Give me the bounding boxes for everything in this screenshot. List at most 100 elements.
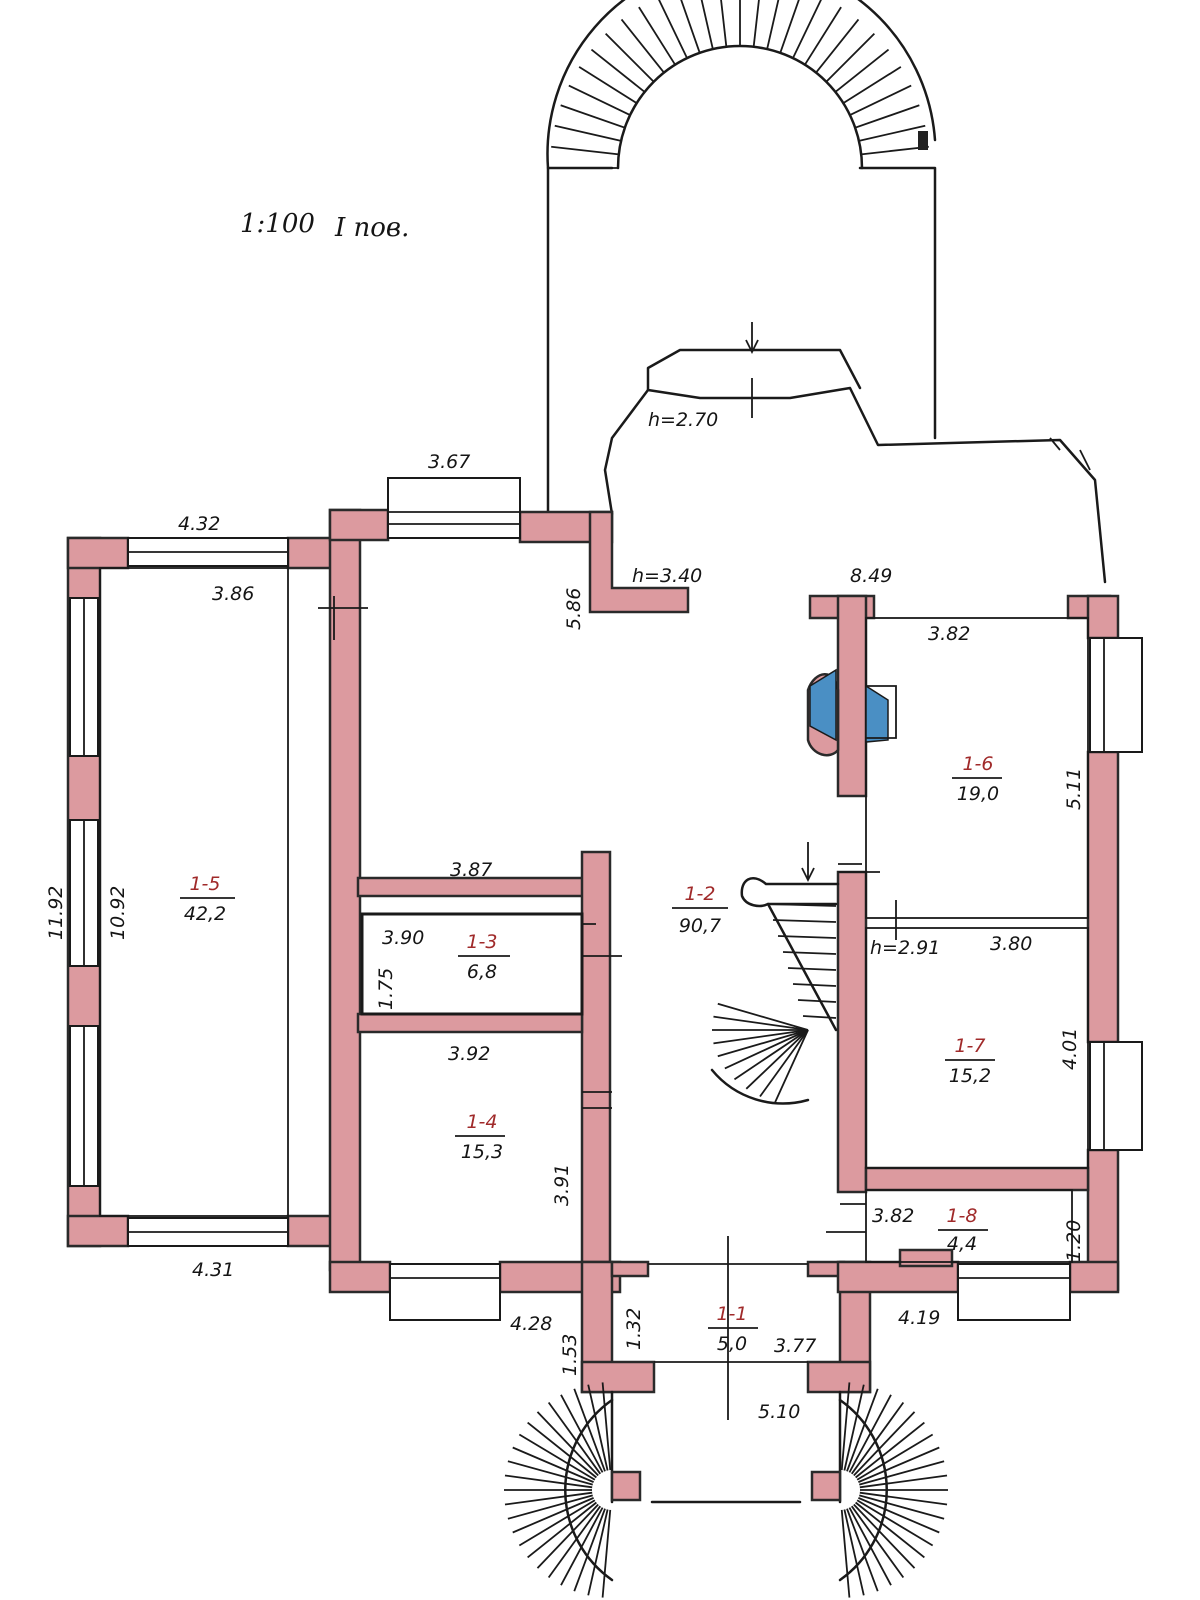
dim-window-top-middle: 3.67	[428, 451, 470, 473]
dim-bottom-right: 4.19	[898, 1307, 940, 1329]
dim-r12-left: 5.86	[563, 588, 585, 630]
porch-stair-left	[504, 1382, 612, 1598]
plan-title: 1:100 I пов.	[240, 209, 409, 243]
room-label-1-2: 1-2 90,7	[672, 883, 728, 937]
stair-step	[733, 1029, 809, 1081]
stair-step	[658, 0, 688, 59]
stair-step	[772, 919, 837, 923]
dim-r15-top: 3.86	[212, 583, 254, 605]
stair-step	[859, 1474, 948, 1489]
window-bottom-middle	[389, 1263, 501, 1321]
stair-step	[777, 935, 837, 939]
svg-text:1-7: 1-7	[954, 1035, 985, 1057]
dim-r16-height: 5.11	[1063, 768, 1085, 810]
stair-step	[605, 33, 655, 83]
stair-step	[518, 1433, 596, 1481]
window-bottom-left	[127, 1217, 289, 1247]
stair-step	[825, 33, 875, 83]
stair-step	[680, 0, 701, 54]
stair-step	[512, 1446, 594, 1483]
dim-r14-width: 3.92	[448, 1043, 490, 1065]
stair-step	[782, 951, 837, 955]
stair-step	[853, 1411, 916, 1477]
stair-step	[601, 1382, 612, 1471]
window-left-2	[69, 819, 99, 967]
window-right-2	[1089, 1041, 1143, 1151]
dim-r14-height: 3.91	[551, 1164, 573, 1206]
stair-step	[774, 1029, 809, 1103]
stair-step	[802, 1015, 837, 1019]
rear-terrace	[546, 0, 937, 514]
stair-step	[724, 1029, 809, 1070]
stair-step	[843, 1384, 865, 1471]
stair-step	[804, 6, 842, 66]
svg-text:4,4: 4,4	[947, 1233, 977, 1255]
window-top-left	[127, 537, 289, 567]
dimension-labels: 4.32 3.86 4.31 11.92 10.92 3.67 5.86 3.8…	[45, 451, 1085, 1423]
stair-step	[512, 1497, 594, 1534]
window-left-3	[69, 1025, 99, 1187]
svg-text:1-5: 1-5	[189, 873, 220, 895]
dim-bottom-left: 4.28	[510, 1313, 552, 1335]
stair-step	[587, 1384, 609, 1471]
room-label-1-1: 1-1 5,0	[708, 1303, 758, 1355]
stair-step	[855, 1501, 925, 1559]
stair-step	[578, 66, 638, 104]
svg-text:1-2: 1-2	[684, 883, 715, 905]
stair-step	[842, 66, 902, 104]
dim-r18-width: 3.82	[872, 1205, 914, 1227]
windows	[69, 477, 1143, 1321]
stair-step	[840, 1382, 851, 1471]
stair-step	[527, 1421, 597, 1479]
room-label-1-7: 1-7 15,2	[945, 1035, 995, 1087]
stair-step	[861, 145, 929, 156]
stair-step	[858, 124, 926, 142]
stair-step	[792, 983, 837, 987]
stair-step	[560, 104, 626, 129]
stair-step	[638, 6, 676, 66]
svg-text:15,3: 15,3	[461, 1141, 503, 1163]
dim-r17-width: 3.80	[990, 933, 1032, 955]
dim-r15-bottom: 4.31	[192, 1259, 234, 1281]
dim-r11-height: 1.32	[623, 1308, 645, 1350]
stair-step	[717, 1002, 809, 1031]
stair-step	[554, 124, 622, 142]
svg-text:1-8: 1-8	[946, 1205, 977, 1227]
stair-step	[858, 1497, 940, 1534]
stair-step	[849, 84, 912, 116]
svg-text:5,0: 5,0	[717, 1333, 747, 1355]
height-bay: h=2.70	[648, 409, 718, 431]
stair-step	[551, 145, 619, 156]
stair-step	[536, 1411, 599, 1477]
room-label-1-5: 1-5 42,2	[180, 873, 235, 925]
dim-r15-height: 10.92	[107, 886, 129, 940]
window-top-middle	[387, 477, 521, 539]
svg-text:15,2: 15,2	[949, 1065, 991, 1087]
stair-step	[547, 1505, 601, 1579]
svg-text:19,0: 19,0	[957, 783, 999, 805]
stair-step	[858, 1446, 940, 1483]
stair-step	[846, 1508, 879, 1592]
stair-step	[547, 1401, 601, 1475]
stair-step	[507, 1494, 593, 1520]
dim-r13-width: 3.90	[382, 927, 424, 949]
stair-step	[745, 1029, 809, 1090]
stair-step	[573, 1388, 606, 1472]
dim-porch-left: 1.53	[559, 1334, 581, 1376]
dim-r16-width: 3.82	[928, 623, 970, 645]
stair-step	[536, 1503, 599, 1569]
stair-step	[752, 0, 760, 47]
room-label-1-8: 1-8 4,4	[938, 1205, 988, 1255]
window-left-1	[69, 597, 99, 757]
window-bottom-right	[957, 1263, 1071, 1321]
stair-step	[815, 18, 860, 74]
stair-step	[846, 1388, 879, 1472]
stair-step	[855, 1421, 925, 1479]
dim-r17-height: 4.01	[1059, 1028, 1081, 1070]
dim-r13-height: 1.75	[375, 968, 397, 1010]
rear-arc-stair	[550, 0, 930, 169]
stair-step	[700, 0, 714, 50]
svg-text:42,2: 42,2	[184, 903, 226, 925]
stair-step	[843, 1509, 865, 1596]
stair-step	[787, 967, 837, 971]
